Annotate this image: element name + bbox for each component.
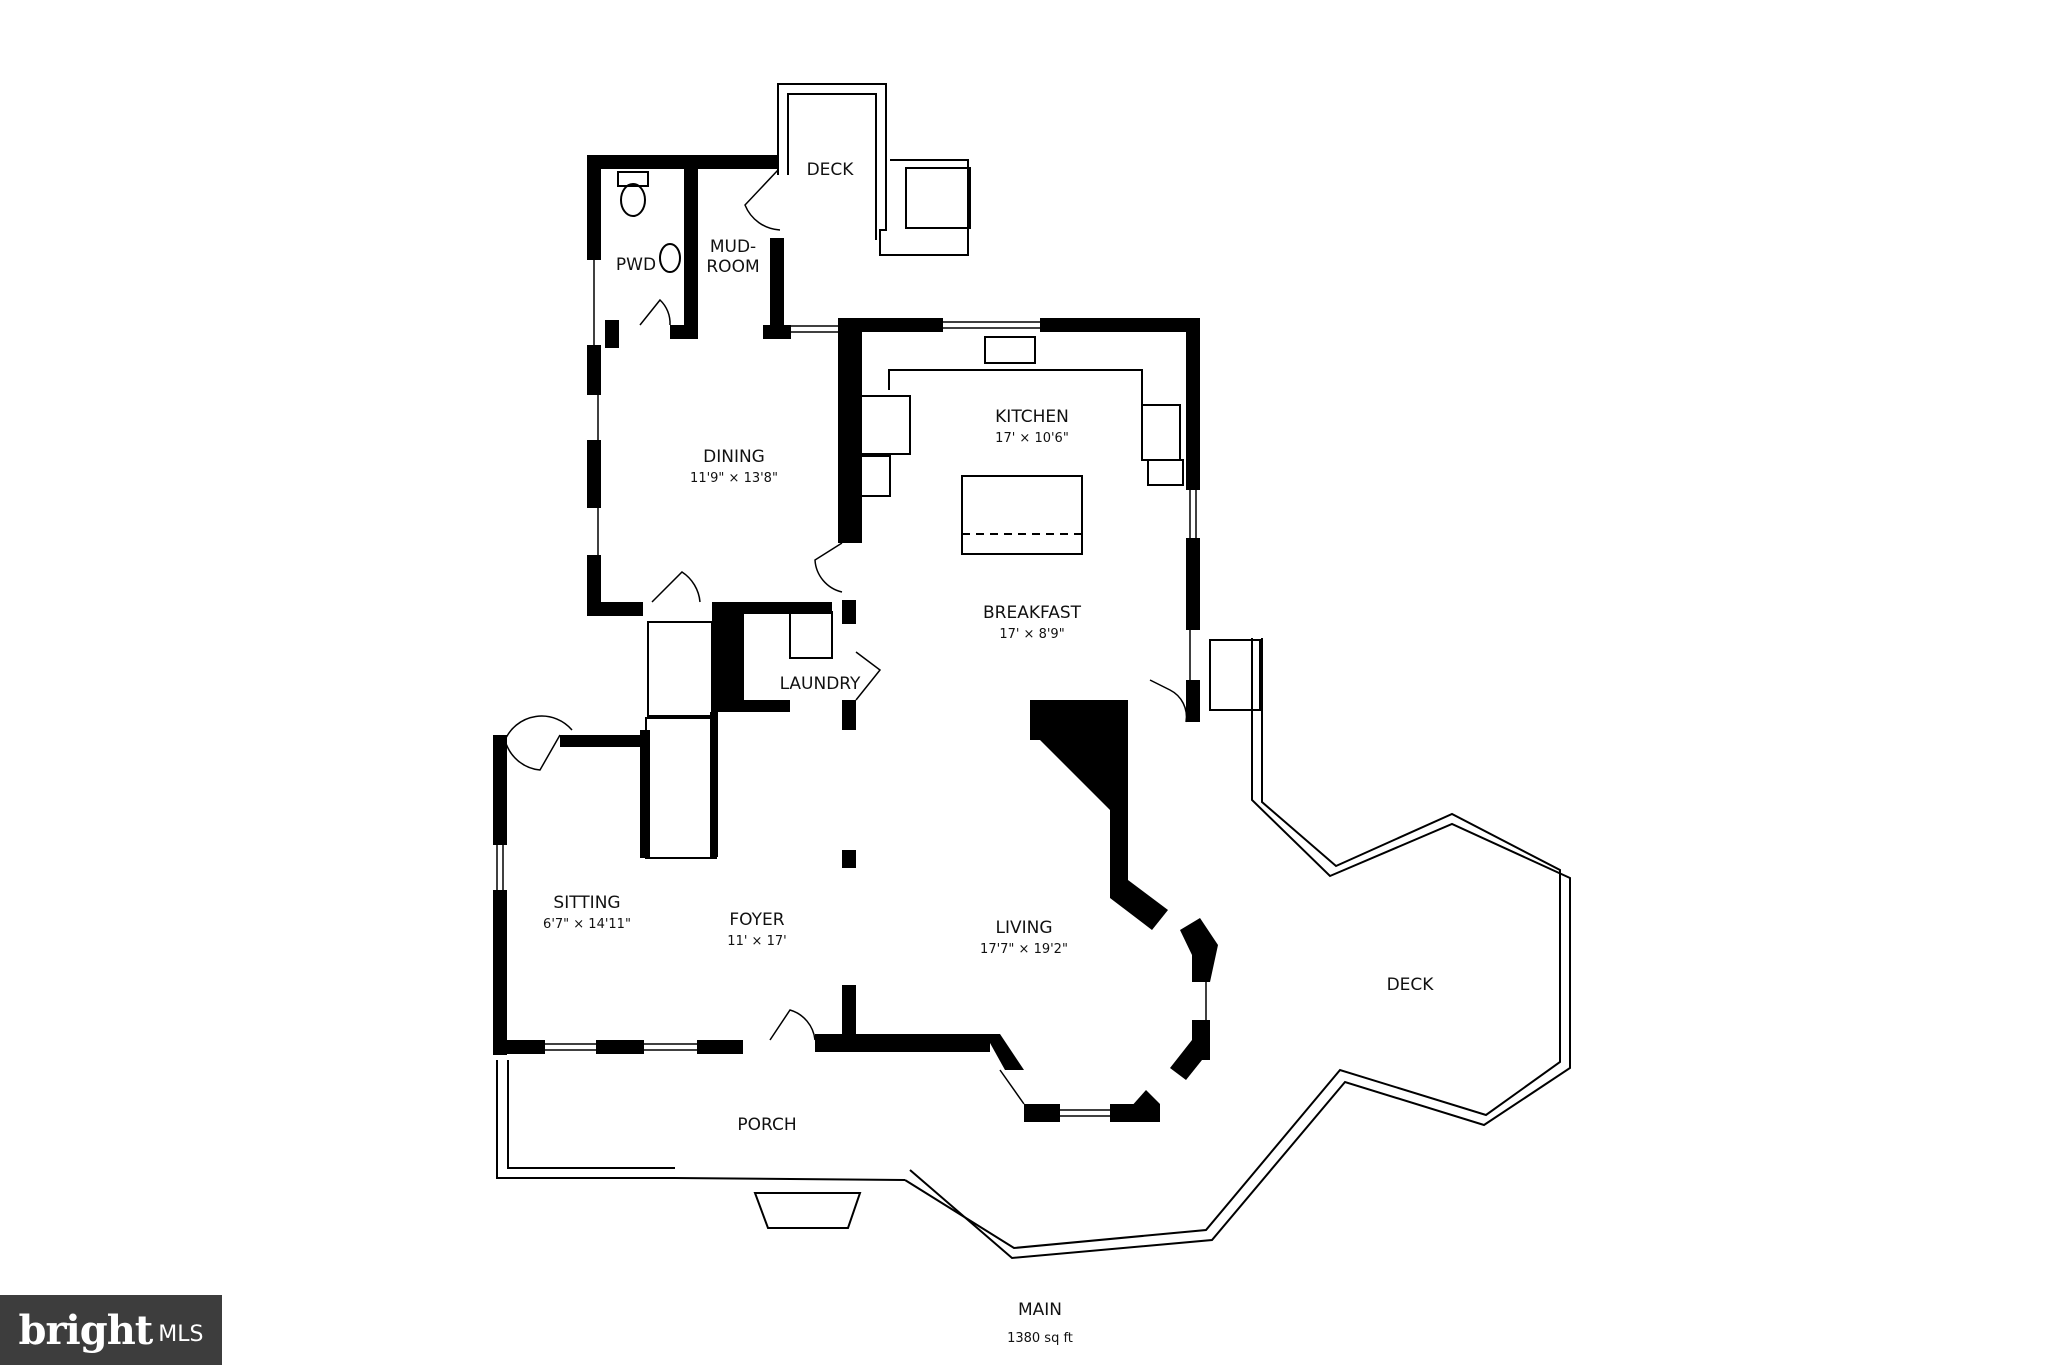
floor-area: 1380 sq ft [1007,1331,1073,1346]
floor-name: MAIN [1018,1300,1062,1320]
room-dims-kitchen: 17' × 10'6" [995,431,1069,446]
windows [496,260,1207,1117]
room-label-living: LIVING [995,918,1052,938]
room-dims-living: 17'7" × 19'2" [980,942,1068,957]
room-dims-dining: 11'9" × 13'8" [690,471,778,486]
solid-walls [493,155,1218,1122]
room-label-foyer: FOYER [729,910,784,930]
room-label-sitting: SITTING [553,893,620,913]
room-label-breakfast: BREAKFAST [983,603,1082,623]
room-label-pwd: PWD [616,255,656,275]
bright-mls-logo: bright MLS [0,1295,222,1365]
outline-walls [496,83,1571,1260]
room-label-deck-right: DECK [1387,975,1435,995]
room-dims-sitting: 6'7" × 14'11" [543,917,631,932]
room-label-kitchen: KITCHEN [995,407,1069,427]
doors [504,169,1188,1041]
logo-suffix: MLS [158,1321,204,1347]
room-label-mudroom-line2: ROOM [706,257,759,277]
room-label-mudroom-line1: MUD- [710,237,756,257]
room-dims-breakfast: 17' × 8'9" [999,627,1064,642]
logo-brand: bright [18,1306,154,1354]
room-dims-foyer: 11' × 17' [727,934,786,949]
room-label-porch: PORCH [737,1115,796,1135]
room-label-dining: DINING [703,447,765,467]
room-label-deck-top: DECK [807,160,855,180]
room-label-laundry: LAUNDRY [780,674,861,694]
